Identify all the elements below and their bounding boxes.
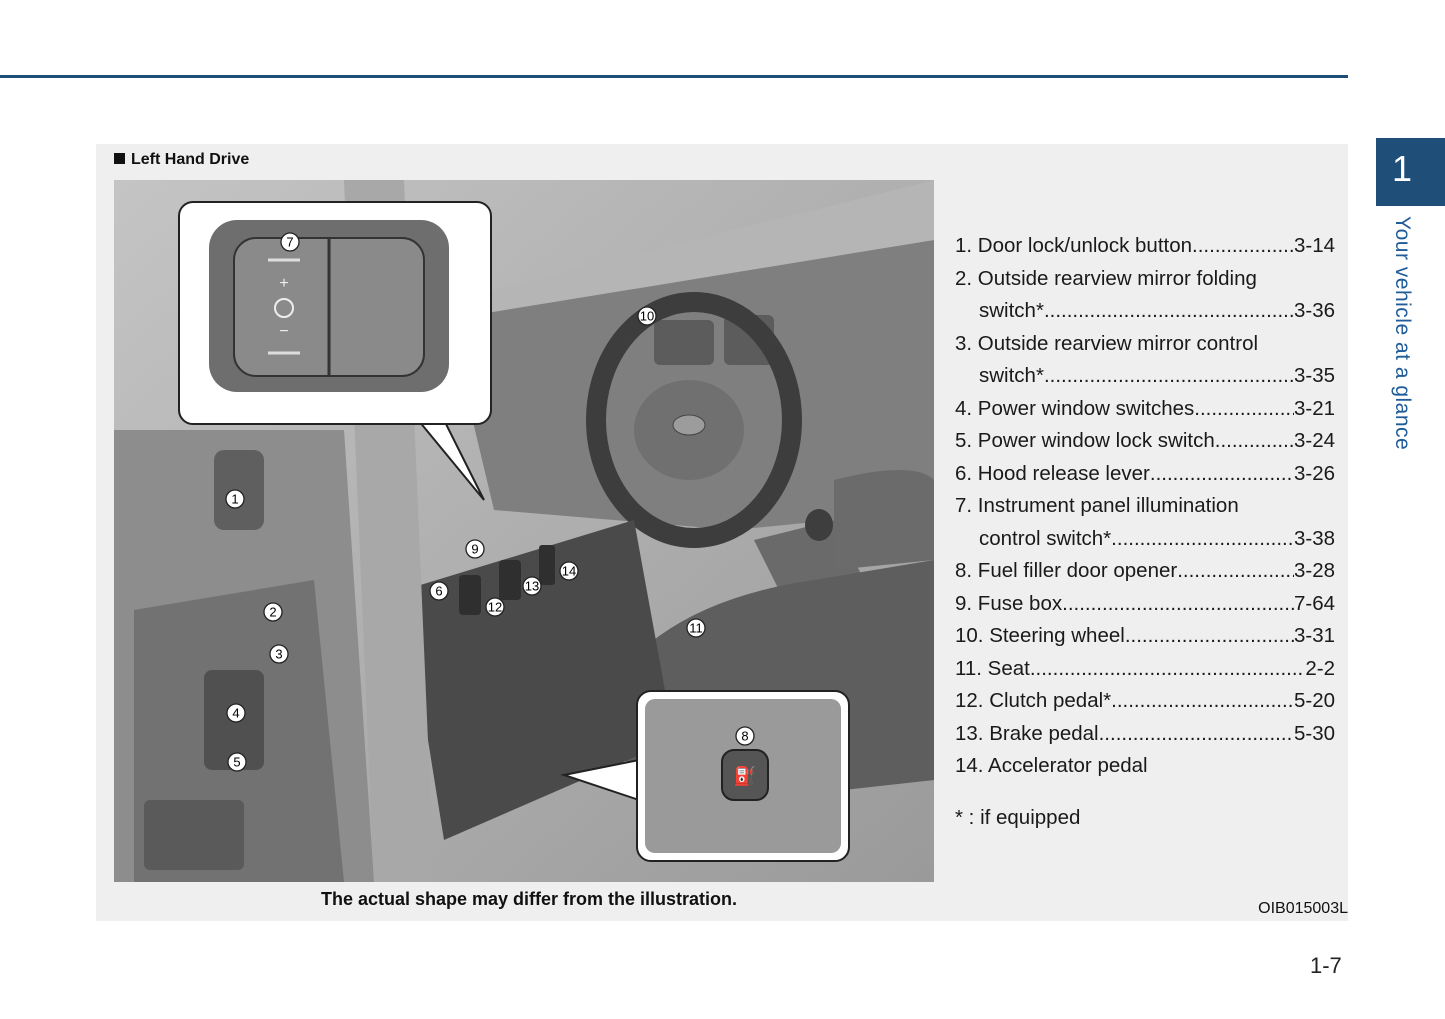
- list-item: 3. Outside rearview mirror control switc…: [955, 328, 1335, 393]
- svg-text:10: 10: [640, 309, 654, 324]
- callout-6: 6: [429, 581, 449, 601]
- callout-11: 11: [686, 618, 706, 638]
- windshield-frame: [444, 180, 934, 320]
- callout-4: 4: [226, 703, 246, 723]
- list-item: 6. Hood release lever 3-26: [955, 458, 1335, 491]
- list-item: 2. Outside rearview mirror folding switc…: [955, 263, 1335, 328]
- list-item: 10. Steering wheel 3-31: [955, 620, 1335, 653]
- list-item: 9. Fuse box7-64: [955, 588, 1335, 621]
- fuel-door-lever: [721, 749, 769, 801]
- callout-10: 10: [637, 306, 657, 326]
- callout-8: 8: [735, 726, 755, 746]
- footnote: * : if equipped: [955, 806, 1081, 829]
- seat-back: [834, 470, 934, 570]
- fuel-pump-icon: ⛽: [734, 765, 756, 787]
- svg-text:14: 14: [562, 564, 576, 579]
- list-item: 14. Accelerator pedal: [955, 754, 1148, 777]
- svg-text:2: 2: [269, 605, 276, 620]
- svg-text:8: 8: [741, 729, 748, 744]
- chapter-title: Your vehicle at a glance: [1391, 216, 1414, 451]
- component-list: 1. Door lock/unlock button 3-14 2. Outsi…: [955, 230, 1335, 783]
- callout-1: 1: [225, 489, 245, 509]
- callout-13: 13: [522, 576, 542, 596]
- accelerator-pedal: [539, 545, 555, 585]
- image-code: OIB015003L: [1258, 900, 1348, 917]
- callout-9: 9: [465, 539, 485, 559]
- chapter-tab: 1: [1376, 138, 1445, 206]
- illumination-icon: [274, 298, 294, 318]
- minus-icon: −: [279, 323, 288, 340]
- list-item: 13. Brake pedal5-30: [955, 718, 1335, 751]
- svg-text:3: 3: [275, 647, 282, 662]
- list-item: 1. Door lock/unlock button 3-14: [955, 230, 1335, 263]
- svg-text:13: 13: [525, 579, 539, 594]
- callout-2: 2: [263, 602, 283, 622]
- door-pocket: [144, 800, 244, 870]
- header-rule: [0, 75, 1348, 78]
- center-vent: [654, 320, 714, 365]
- plus-icon: +: [279, 275, 288, 292]
- callout-5: 5: [227, 752, 247, 772]
- callout-14: 14: [559, 561, 579, 581]
- section-title: Left Hand Drive: [114, 151, 249, 169]
- steering-wheel: [586, 292, 802, 548]
- list-item: 8. Fuel filler door opener 3-28: [955, 555, 1335, 588]
- svg-text:9: 9: [471, 542, 478, 557]
- svg-text:6: 6: [435, 584, 442, 599]
- interior-illustration: + − ⛽ 1 2 3 4 5 6 7 8 9 10 11 12 13 14: [114, 180, 934, 882]
- logo-emblem: [672, 414, 706, 436]
- list-item: 4. Power window switches 3-21: [955, 393, 1335, 426]
- square-bullet-icon: [114, 153, 125, 164]
- page-number: 1-7: [1310, 953, 1342, 978]
- svg-text:1: 1: [231, 492, 238, 507]
- gear-knob: [805, 509, 833, 541]
- figure-caption: The actual shape may differ from the ill…: [320, 889, 738, 909]
- svg-text:5: 5: [233, 755, 240, 770]
- svg-text:4: 4: [232, 706, 239, 721]
- svg-text:11: 11: [689, 621, 703, 636]
- brake-pedal: [499, 560, 521, 600]
- callout-7: 7: [280, 232, 300, 252]
- list-item: 5. Power window lock switch 3-24: [955, 425, 1335, 458]
- list-item: 11. Seat 2-2: [955, 653, 1335, 686]
- callout-12: 12: [485, 597, 505, 617]
- svg-text:7: 7: [286, 235, 293, 250]
- list-item: 7. Instrument panel illumination control…: [955, 490, 1335, 555]
- svg-text:12: 12: [488, 600, 502, 615]
- door-handle: [214, 450, 264, 530]
- list-item: 12. Clutch pedal* 5-20: [955, 685, 1335, 718]
- clutch-pedal: [459, 575, 481, 615]
- callout-3: 3: [269, 644, 289, 664]
- chapter-number: 1: [1391, 148, 1413, 189]
